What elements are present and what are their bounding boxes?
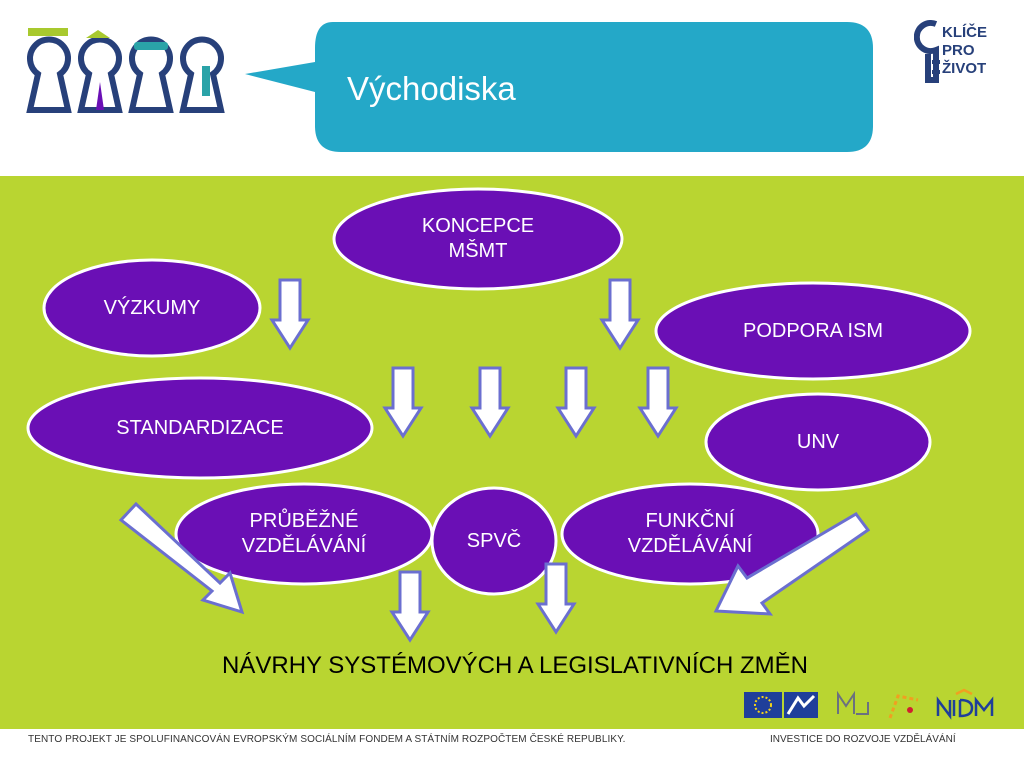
title-bubble — [245, 22, 873, 152]
esf-icon — [784, 692, 818, 718]
result-label: NÁVRHY SYSTÉMOVÝCH A LEGISLATIVNÍCH ZMĚN — [222, 652, 808, 679]
node-vyzkumy — [42, 258, 262, 358]
node-spvc — [430, 486, 558, 596]
node-koncepce — [332, 187, 624, 291]
keyhole-logo-icon — [26, 28, 225, 113]
footer-right-text: INVESTICE DO ROZVOJE VZDĚLÁVÁNÍ — [770, 734, 956, 745]
partner-logos — [744, 688, 994, 720]
eu-flag-icon — [744, 692, 782, 718]
footer-left-text: TENTO PROJEKT JE SPOLUFINANCOVÁN EVROPSK… — [28, 734, 626, 745]
diagonal-arrows — [118, 501, 871, 616]
msmt-icon — [837, 690, 869, 715]
node-funkcni — [560, 482, 820, 586]
oprlz-icon — [888, 694, 919, 719]
node-standardizace-label: STANDARDIZACE — [116, 416, 284, 439]
node-vyzkumy-label: VÝZKUMY — [103, 296, 201, 319]
node-unv-label: UNV — [796, 430, 840, 453]
node-standardizace — [26, 376, 374, 480]
node-koncepce-label: KONCEPCE MŠMT — [421, 215, 535, 262]
node-unv — [704, 392, 932, 492]
nidm-icon — [936, 688, 994, 720]
node-podpora — [654, 281, 972, 381]
key-logo-icon — [914, 20, 940, 83]
node-prubezne-label: PRŮBĚŽNÉ VZDĚLÁVÁNÍ — [241, 510, 367, 557]
brand-text: KLÍČE PRO ŽIVOT — [942, 24, 987, 77]
node-funkcni-label: FUNKČNÍ VZDĚLÁVÁNÍ — [627, 510, 753, 557]
footer — [0, 729, 1024, 768]
page-title: Východiska — [347, 70, 516, 107]
node-podpora-label: PODPORA ISM — [742, 319, 884, 342]
node-spvc-label: SPVČ — [466, 529, 522, 552]
